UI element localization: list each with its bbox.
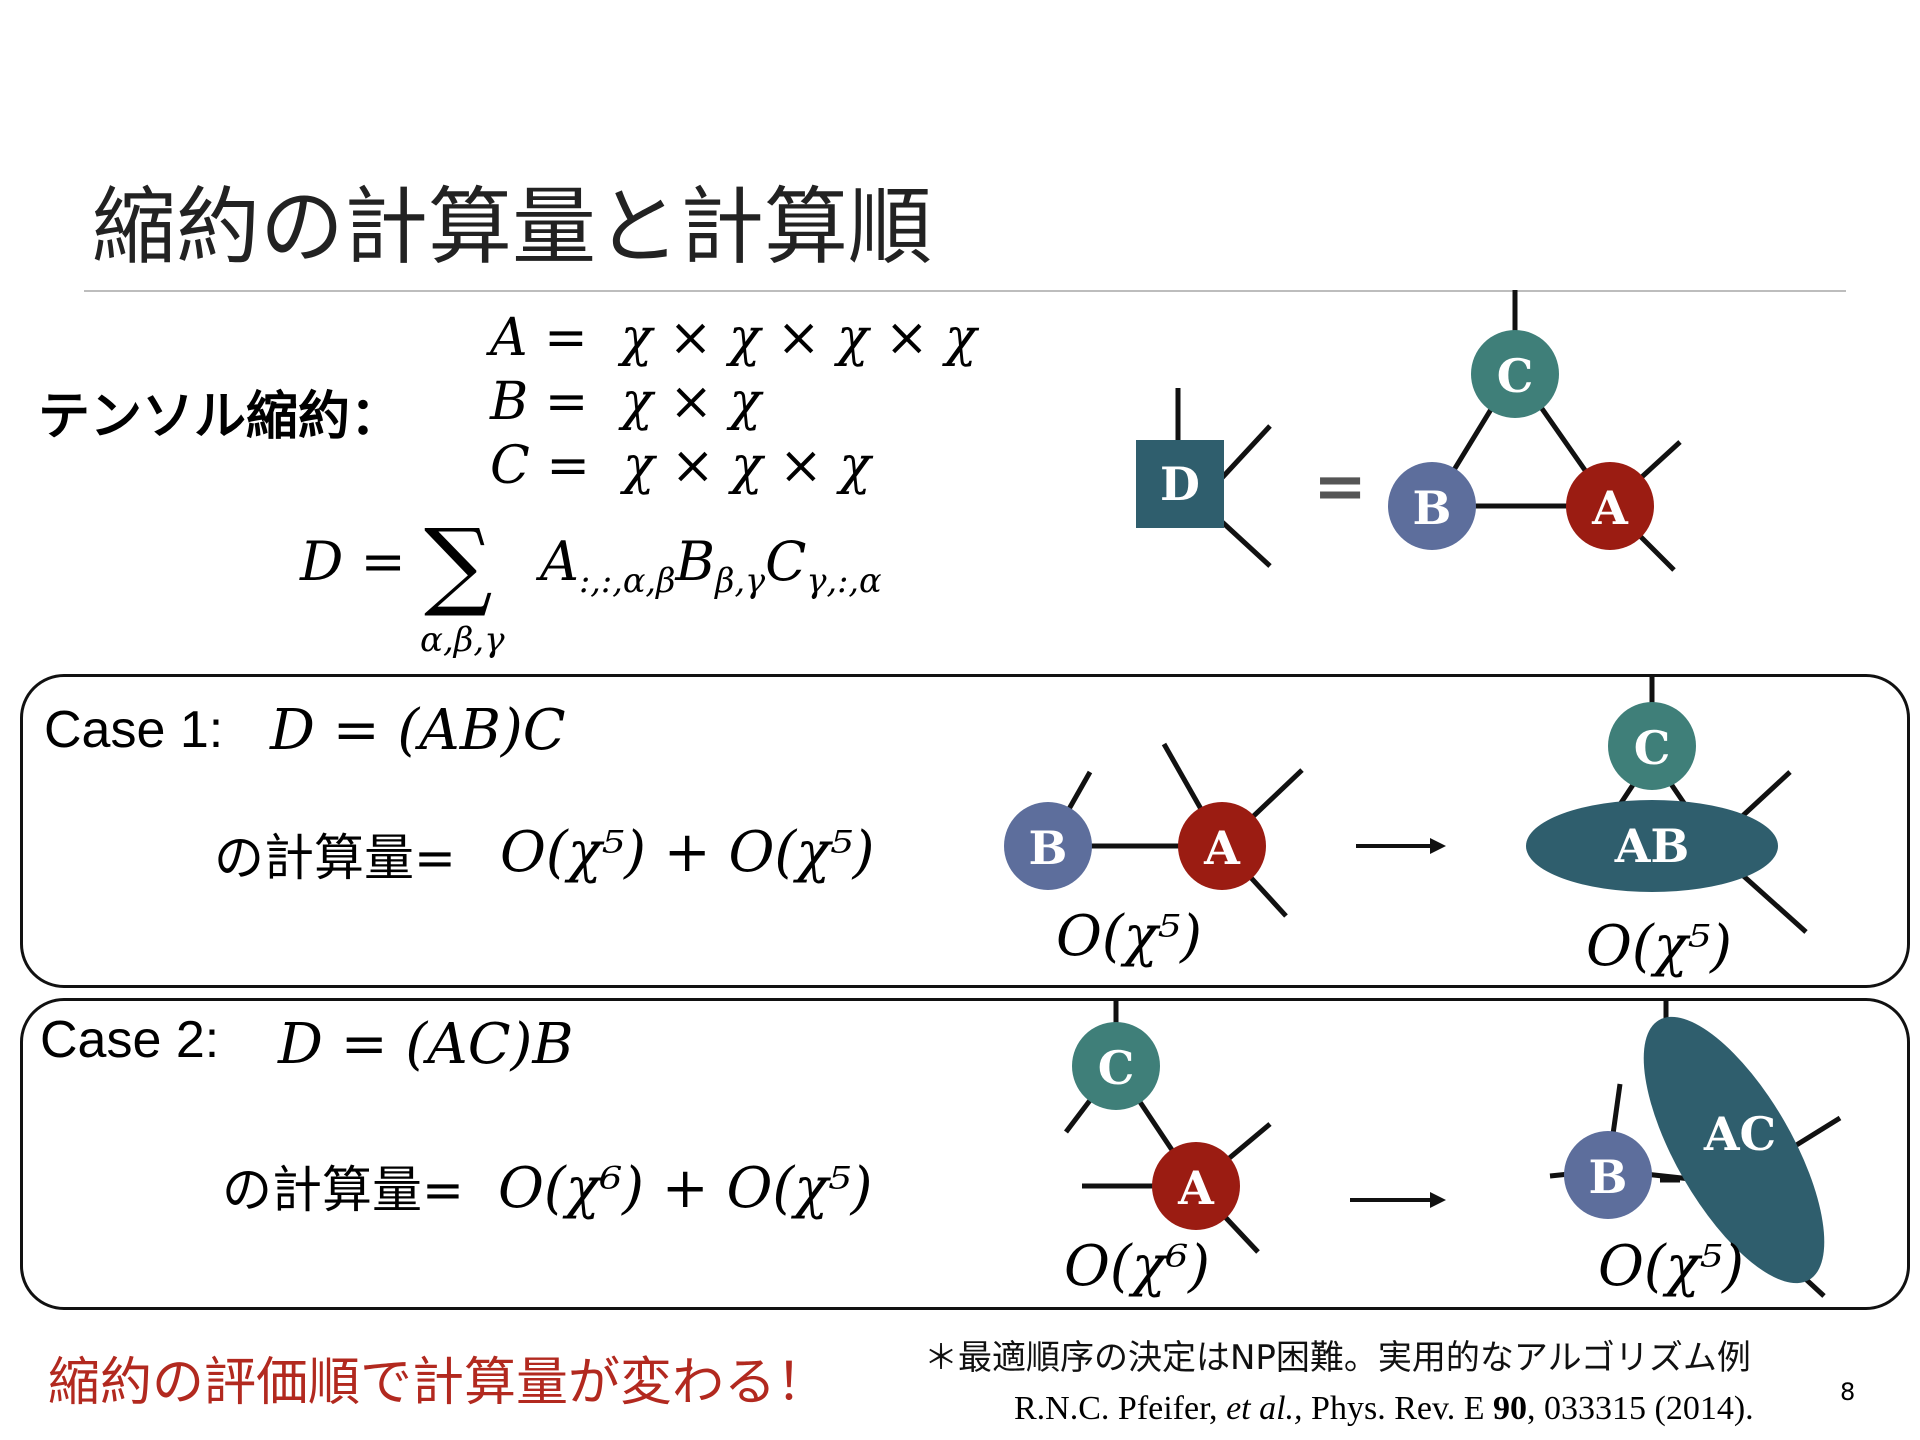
- case1-node-b: [1004, 802, 1092, 890]
- node-a-label: A: [1591, 481, 1629, 535]
- reference-journal: Phys. Rev. E: [1311, 1390, 1485, 1427]
- dim-rhs: χ × χ: [621, 372, 762, 432]
- case2-label: Case 2:: [40, 1011, 220, 1069]
- equals-sign: =: [1313, 449, 1367, 524]
- case2-node-b-label: B: [1589, 1150, 1628, 1204]
- case2-cost-label: の計算量=: [222, 1161, 464, 1219]
- slide-title: 縮約の計算量と計算順: [92, 178, 933, 276]
- sum-lhs: D =: [300, 530, 406, 593]
- case1-node-ab-label: AB: [1614, 819, 1690, 873]
- node-d-label: D: [1160, 457, 1200, 511]
- case1-label: Case 1:: [44, 701, 224, 759]
- reference-rest: , 033315 (2014).: [1527, 1390, 1754, 1427]
- dim-row-a: A = χ × χ × χ × χ: [490, 308, 977, 368]
- case2-node-a-label: A: [1177, 1161, 1215, 1215]
- case2-node-c: [1072, 1022, 1160, 1110]
- case2-arrow-icon: [1430, 1192, 1446, 1208]
- node-a: [1566, 462, 1654, 550]
- tensor-c-symbol: C: [765, 530, 807, 593]
- footnote-text: ＊最適順序の決定はNP困難。実用的なアルゴリズム例: [924, 1338, 1751, 1378]
- node-b: [1388, 462, 1476, 550]
- dim-rhs: χ × χ × χ × χ: [620, 308, 977, 368]
- case1-step2-cost: O(χ⁵): [1586, 914, 1732, 979]
- top-tensor-diagram: D = C B A: [1136, 290, 1682, 572]
- case2-node-c-label: C: [1098, 1041, 1135, 1095]
- sum-symbol: ∑: [424, 508, 493, 620]
- node-c-label: C: [1497, 349, 1534, 403]
- tensor-b-indices: β,γ: [715, 560, 766, 600]
- reference-citation: R.N.C. Pfeifer, et al., Phys. Rev. E 90,…: [1014, 1390, 1754, 1428]
- case1-node-b-label: B: [1029, 821, 1068, 875]
- dim-row-c: C = χ × χ × χ: [490, 436, 871, 496]
- case2-node-a: [1152, 1142, 1240, 1230]
- node-d: [1136, 440, 1224, 528]
- case1-step1-cost: O(χ⁵): [1056, 904, 1202, 969]
- tensor-a-symbol: A: [540, 530, 579, 593]
- case2-formula: D = (AC)B: [278, 1012, 574, 1077]
- tensor-contraction-label: テンソル縮約：: [38, 387, 403, 447]
- case1-node-a-label: A: [1203, 821, 1241, 875]
- node-b-label: B: [1413, 481, 1452, 535]
- case2-node-ac-label: AC: [1703, 1107, 1776, 1161]
- reference-volume: 90: [1493, 1390, 1528, 1427]
- sum-body: A:,:,α,βBβ,γCγ,:,α: [540, 530, 882, 600]
- case1-arrow-icon: [1430, 838, 1446, 854]
- case1-node-c: [1608, 702, 1696, 790]
- case1-node-ab: [1526, 800, 1778, 892]
- case1-node-a: [1178, 802, 1266, 890]
- page-number: 8: [1840, 1378, 1856, 1406]
- dim-row-b: B = χ × χ: [490, 372, 762, 432]
- conclusion-text: 縮約の評価順で計算量が変わる！: [48, 1353, 829, 1413]
- dim-lhs: A: [490, 308, 528, 368]
- title-divider: [84, 290, 1846, 292]
- tensor-a-indices: :,:,α,β: [579, 560, 676, 600]
- reference-authors: R.N.C. Pfeifer,: [1014, 1390, 1218, 1427]
- reference-etal: et al.,: [1226, 1390, 1303, 1427]
- case2-diagram: C A B AC: [1064, 1000, 1842, 1298]
- case2-box: [20, 998, 1910, 1310]
- case1-cost: O(χ⁵) + O(χ⁵): [500, 820, 875, 885]
- sum-index: α,β,γ: [420, 620, 505, 660]
- dim-lhs: B: [490, 372, 529, 432]
- node-c: [1471, 330, 1559, 418]
- dim-rhs: χ × χ × χ: [622, 436, 871, 496]
- case1-cost-label: の計算量=: [214, 829, 456, 887]
- case2-cost: O(χ⁶) + O(χ⁵): [498, 1156, 873, 1221]
- tensor-c-indices: γ,:,α: [806, 560, 882, 600]
- case2-node-b: [1564, 1131, 1652, 1219]
- tensor-b-symbol: B: [675, 530, 716, 593]
- case1-formula: D = (AB)C: [270, 698, 566, 763]
- dim-lhs: C: [490, 436, 530, 496]
- case2-node-ac: [1643, 1016, 1825, 1284]
- case2-step1-cost: O(χ⁶): [1064, 1234, 1210, 1299]
- case1-node-c-label: C: [1634, 721, 1671, 775]
- case1-diagram: B A AB C: [1004, 676, 1808, 934]
- case2-step2-cost: O(χ⁵): [1598, 1234, 1744, 1299]
- case1-box: [20, 674, 1910, 988]
